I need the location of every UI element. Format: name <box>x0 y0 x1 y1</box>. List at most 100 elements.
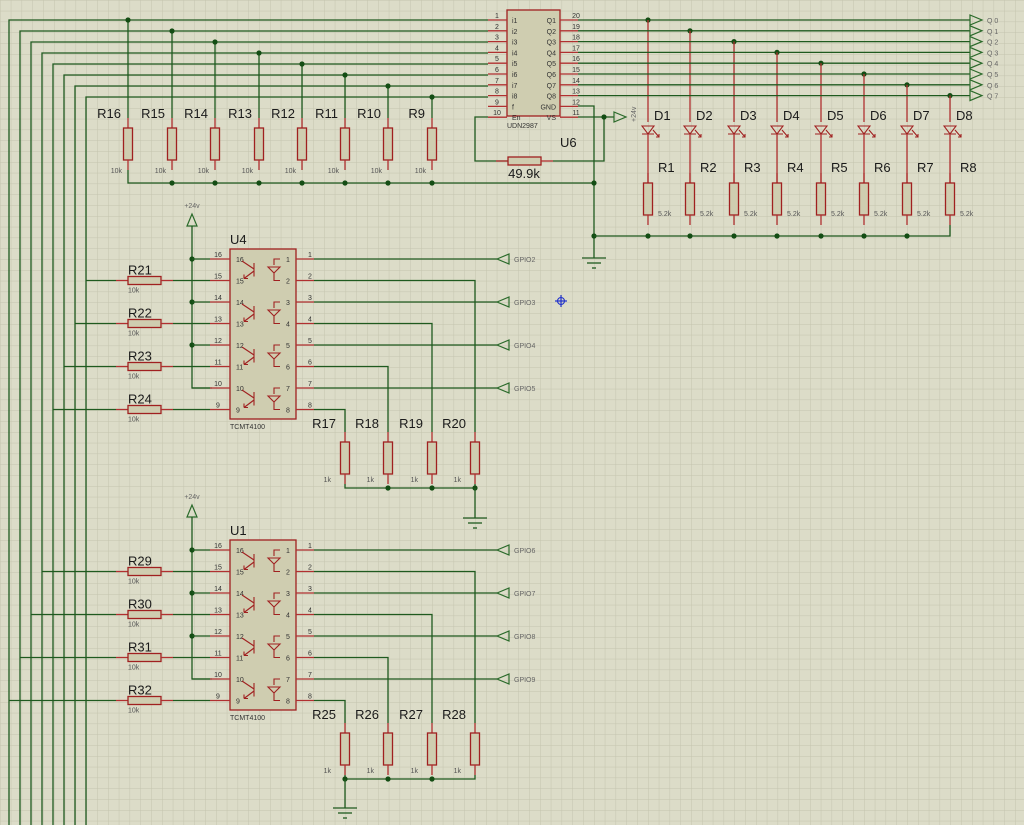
enable-wire[interactable] <box>474 116 508 162</box>
resistor[interactable] <box>469 432 481 484</box>
pulldown-ground-bus[interactable] <box>127 170 596 184</box>
driver-ic-body[interactable] <box>506 9 561 117</box>
resistor[interactable] <box>116 275 173 286</box>
gpio-terminal-icon[interactable] <box>495 587 510 599</box>
resistor-body[interactable] <box>469 441 481 475</box>
input-bus-wire[interactable] <box>19 30 488 825</box>
input-bus-wire[interactable] <box>74 85 488 825</box>
resistor-body[interactable] <box>127 695 162 706</box>
resistor[interactable] <box>382 118 394 170</box>
resistor[interactable] <box>116 318 173 329</box>
output-pulldown-wire[interactable] <box>314 656 389 724</box>
resistor[interactable] <box>253 118 265 170</box>
input-bus-wire[interactable] <box>41 52 488 825</box>
output-terminal-icon[interactable] <box>969 14 984 26</box>
resistor-body[interactable] <box>339 732 351 766</box>
resistor[interactable] <box>901 173 913 225</box>
resistor-body[interactable] <box>127 652 162 663</box>
resistor[interactable] <box>209 118 221 170</box>
input-bus-wire[interactable] <box>30 41 488 825</box>
gpio-terminal-icon[interactable] <box>495 339 510 351</box>
gpio-terminal-icon[interactable] <box>495 544 510 556</box>
resistor[interactable] <box>339 432 351 484</box>
resistor[interactable] <box>339 723 351 775</box>
resistor[interactable] <box>815 173 827 225</box>
resistor[interactable] <box>944 173 956 225</box>
gpio-terminal-icon[interactable] <box>495 382 510 394</box>
resistor-body[interactable] <box>127 404 162 415</box>
resistor-body[interactable] <box>127 609 162 620</box>
resistor-body[interactable] <box>901 182 913 216</box>
resistor-body[interactable] <box>122 127 134 161</box>
resistor[interactable] <box>382 723 394 775</box>
gpio-terminal-icon[interactable] <box>495 673 510 685</box>
resistor[interactable] <box>296 118 308 170</box>
resistor-body[interactable] <box>127 318 162 329</box>
output-pulldown-wire[interactable] <box>314 279 476 433</box>
resistor[interactable] <box>122 118 134 170</box>
resistor-body[interactable] <box>382 732 394 766</box>
gpio-terminal-icon[interactable] <box>495 253 510 265</box>
resistor[interactable] <box>116 609 173 620</box>
resistor[interactable] <box>116 361 173 372</box>
resistor[interactable] <box>116 566 173 577</box>
output-terminal-icon[interactable] <box>969 46 984 59</box>
resistor-body[interactable] <box>127 566 162 577</box>
output-terminal-icon[interactable] <box>969 68 984 80</box>
resistor[interactable] <box>771 173 783 225</box>
gpio-terminal-icon[interactable] <box>495 296 510 308</box>
output-pulldown-wire[interactable] <box>314 613 433 724</box>
resistor[interactable] <box>642 173 654 225</box>
resistor-body[interactable] <box>127 275 162 286</box>
resistor-body[interactable] <box>426 441 438 475</box>
resistor-body[interactable] <box>815 182 827 216</box>
resistor-body[interactable] <box>209 127 221 161</box>
resistor[interactable] <box>728 173 740 225</box>
output-terminal-icon[interactable] <box>969 78 984 91</box>
resistor-body[interactable] <box>382 441 394 475</box>
resistor-body[interactable] <box>469 732 481 766</box>
driver-ground-wire[interactable] <box>578 105 595 258</box>
resistor-body[interactable] <box>426 127 438 161</box>
output-pulldown-wire[interactable] <box>314 408 346 433</box>
resistor[interactable] <box>684 173 696 225</box>
output-pulldown-wire[interactable] <box>314 699 346 724</box>
led-ground-bus[interactable] <box>594 225 951 237</box>
input-bus-wire[interactable] <box>8 19 488 825</box>
resistor[interactable] <box>426 432 438 484</box>
gpio-terminal-icon[interactable] <box>495 630 510 642</box>
resistor-body[interactable] <box>296 127 308 161</box>
resistor-body[interactable] <box>166 127 178 161</box>
resistor[interactable] <box>496 156 553 166</box>
resistor-body[interactable] <box>642 182 654 216</box>
resistor[interactable] <box>116 404 173 415</box>
resistor[interactable] <box>858 173 870 225</box>
resistor[interactable] <box>469 723 481 775</box>
resistor-body[interactable] <box>684 182 696 216</box>
resistor[interactable] <box>382 432 394 484</box>
resistor[interactable] <box>116 652 173 663</box>
resistor-body[interactable] <box>728 182 740 216</box>
resistor-body[interactable] <box>858 182 870 216</box>
resistor-body[interactable] <box>339 441 351 475</box>
resistor-body[interactable] <box>253 127 265 161</box>
output-terminal-icon[interactable] <box>969 57 984 70</box>
resistor-body[interactable] <box>382 127 394 161</box>
resistor-body[interactable] <box>507 156 542 166</box>
supply-terminal-icon[interactable] <box>613 111 628 123</box>
resistor-body[interactable] <box>339 127 351 161</box>
output-terminal-icon[interactable] <box>969 35 984 48</box>
output-terminal-icon[interactable] <box>969 24 984 37</box>
resistor[interactable] <box>426 118 438 170</box>
output-pulldown-wire[interactable] <box>314 322 433 433</box>
resistor-body[interactable] <box>944 182 956 216</box>
resistor-body[interactable] <box>771 182 783 216</box>
feedback-wire[interactable] <box>553 117 605 162</box>
resistor-body[interactable] <box>127 361 162 372</box>
output-pulldown-wire[interactable] <box>314 365 389 433</box>
resistor[interactable] <box>166 118 178 170</box>
optocoupler-body[interactable] <box>229 248 297 420</box>
resistor[interactable] <box>426 723 438 775</box>
resistor[interactable] <box>116 695 173 706</box>
